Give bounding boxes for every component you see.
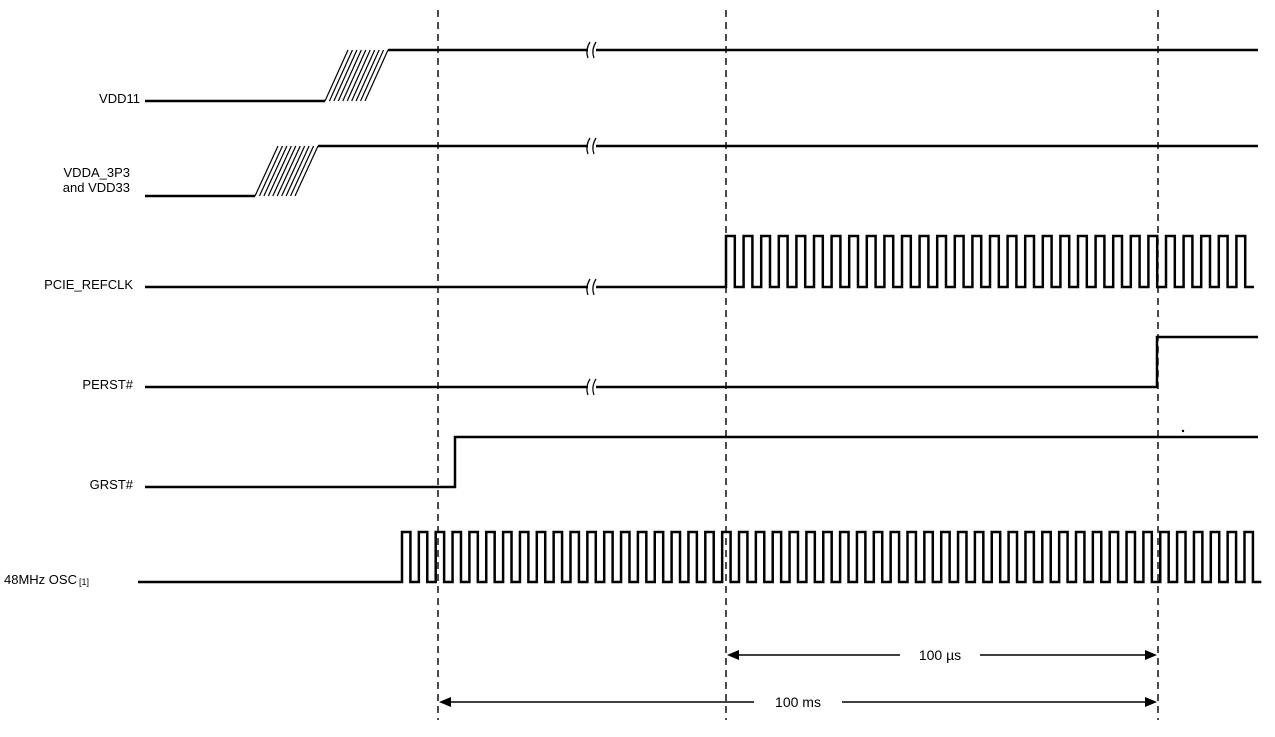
signal-name: GRST# <box>90 477 134 492</box>
time-break-gap <box>588 279 596 295</box>
time-break-icon <box>592 278 597 296</box>
dimension-label: 100 µs <box>919 647 961 663</box>
ramp-hatch-line <box>290 145 315 197</box>
time-break-gap <box>588 42 596 58</box>
signal-label-perst: PERST# <box>82 377 133 392</box>
signal-name: VDD11 <box>99 91 140 106</box>
dimension-label: 100 ms <box>775 694 821 710</box>
arrow-right-icon <box>1145 650 1157 660</box>
dim-100ms: 100 ms <box>439 694 1157 710</box>
step-waveform <box>145 335 1258 389</box>
waveform-grst <box>145 435 1258 489</box>
ramp-hatch-line <box>355 49 380 102</box>
ramp-hatch-line <box>254 145 279 197</box>
ramp-hatch-line <box>263 145 288 197</box>
time-break-icon <box>592 137 597 155</box>
arrow-right-icon <box>1145 697 1157 707</box>
time-break-icon <box>586 278 591 296</box>
time-break-icon <box>592 41 597 59</box>
signal-name: PCIE_REFCLK <box>44 277 133 292</box>
ramp-hatch-line <box>294 145 319 197</box>
footnote-ref: [1] <box>79 577 89 587</box>
time-break-gap <box>588 138 596 154</box>
ramp-hatch-line <box>360 49 385 102</box>
step-waveform <box>145 435 1258 489</box>
ramp-hatch-line <box>267 145 292 197</box>
ramp-hatch-line <box>346 49 371 102</box>
signal-label-vdd11: VDD11 <box>99 91 140 106</box>
waveform-vdd11 <box>145 48 1258 103</box>
clock-waveform <box>145 234 1254 289</box>
ramp-hatch-line <box>364 49 389 102</box>
waveform-vdda <box>145 144 1258 198</box>
artifact-dot <box>1181 429 1185 433</box>
ramp-hatch-line <box>285 145 310 197</box>
ramp-hatch-line <box>281 145 306 197</box>
time-break-icon <box>586 378 591 396</box>
signal-label-osc48: 48MHz OSC[1] <box>4 572 89 587</box>
time-break-icon <box>586 137 591 155</box>
clock-waveform <box>138 530 1262 584</box>
ramp-hatch-line <box>324 49 349 102</box>
ramp-hatch-line <box>276 145 301 197</box>
time-break-gap <box>588 379 596 395</box>
signal-name: VDDA_3P3 <box>64 165 130 180</box>
ramp-hatch-line <box>337 49 362 102</box>
signal-name: PERST# <box>82 377 133 392</box>
arrow-left-icon <box>727 650 739 660</box>
time-break-icon <box>586 41 591 59</box>
ramp-hatch-line <box>333 49 358 102</box>
ramp-hatch-line <box>342 49 367 102</box>
waveform-osc48 <box>138 530 1262 584</box>
signal-label-grst: GRST# <box>90 477 134 492</box>
ramp-hatch-line <box>258 145 283 197</box>
signal-label-pcie_refclk: PCIE_REFCLK <box>44 277 133 292</box>
dim-100us: 100 µs <box>727 647 1157 663</box>
ramp-hatch-line <box>351 49 376 102</box>
waveform-pcie_refclk <box>145 234 1254 289</box>
waveform-perst <box>145 335 1258 389</box>
arrow-left-icon <box>439 697 451 707</box>
ramp-hatch-line <box>272 145 297 197</box>
signal-name: and VDD33 <box>63 180 130 195</box>
signal-name: 48MHz OSC[1] <box>4 572 89 587</box>
time-break-icon <box>592 378 597 396</box>
ramp-hatch-line <box>328 49 353 102</box>
